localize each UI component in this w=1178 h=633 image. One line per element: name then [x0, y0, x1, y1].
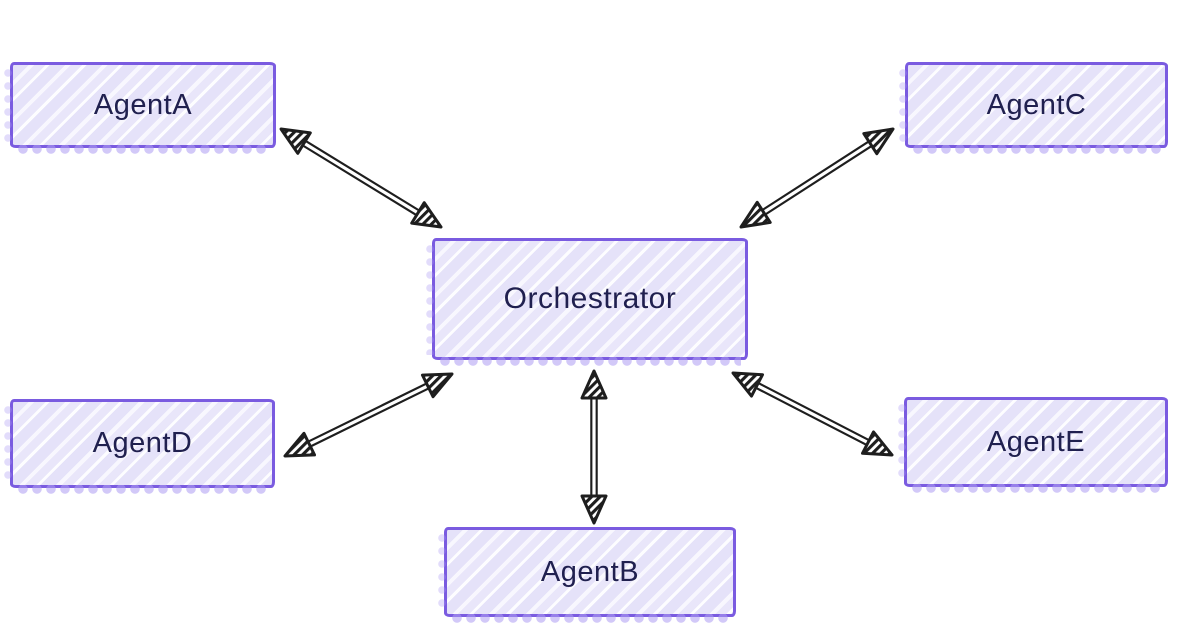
node-agent-d[interactable]: AgentD — [4, 399, 275, 495]
node-agent-e[interactable]: AgentE — [898, 397, 1168, 494]
arrow-agentc-orchestrator[interactable] — [739, 127, 895, 229]
node-agent-b-label: AgentB — [540, 555, 640, 588]
node-agent-a[interactable]: AgentA — [4, 62, 276, 155]
node-agent-b[interactable]: AgentB — [438, 527, 736, 624]
node-agent-e-label: AgentE — [986, 425, 1086, 458]
node-orchestrator[interactable]: Orchestrator — [426, 238, 748, 367]
node-agent-a-label: AgentA — [93, 88, 193, 121]
node-agent-c[interactable]: AgentC — [899, 62, 1168, 155]
arrow-agentb-orchestrator[interactable] — [580, 369, 608, 525]
arrow-agente-orchestrator[interactable] — [731, 371, 894, 457]
node-agent-c-label: AgentC — [986, 88, 1087, 121]
arrow-agenta-orchestrator[interactable] — [279, 127, 443, 229]
arrow-agentd-orchestrator[interactable] — [283, 372, 454, 458]
node-orchestrator-label: Orchestrator — [503, 282, 677, 315]
node-agent-d-label: AgentD — [92, 427, 193, 459]
